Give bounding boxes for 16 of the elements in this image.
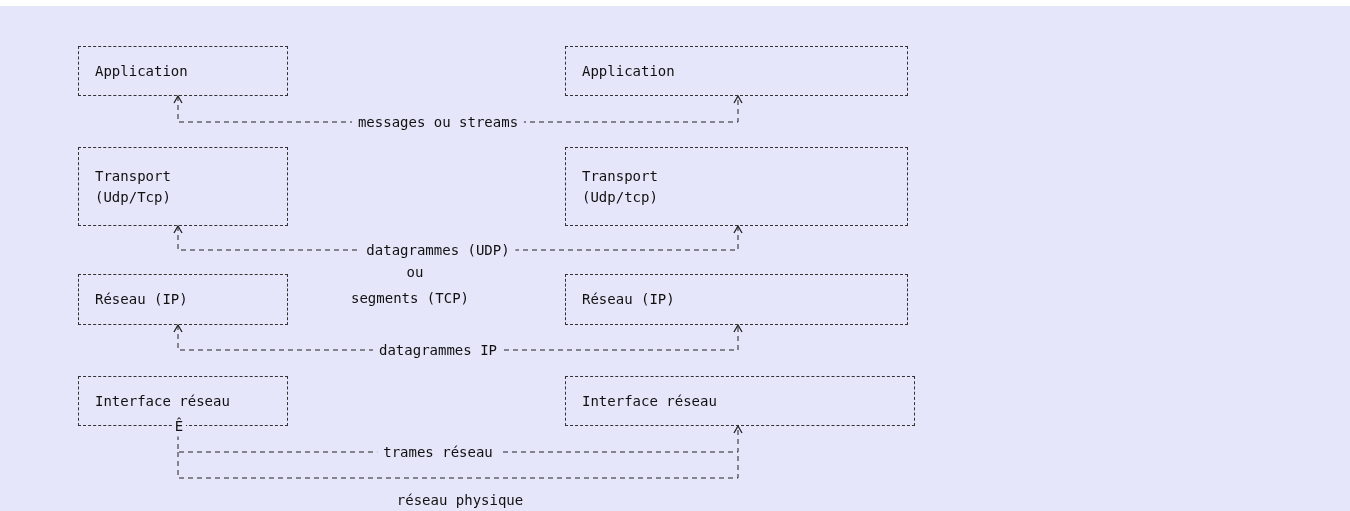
layer-box [565, 147, 908, 226]
layer-label: Transport (Udp/Tcp) [95, 166, 172, 207]
layer-label: Réseau (IP) [582, 290, 676, 309]
layer-label: Interface réseau [582, 391, 718, 411]
layer-box [78, 147, 288, 226]
layer-label: Interface réseau [95, 391, 231, 411]
layer-label: Réseau (IP) [95, 290, 189, 309]
note-text: Ê [172, 415, 186, 437]
layer-label: Transport (Udp/tcp) [582, 166, 659, 207]
layer-box [565, 376, 915, 426]
layer-box [565, 274, 908, 325]
layer-box [78, 274, 288, 325]
layer-label: Application [95, 61, 189, 81]
layer-box [78, 46, 288, 96]
layer-box [565, 46, 908, 96]
layer-label: Application [582, 61, 676, 81]
